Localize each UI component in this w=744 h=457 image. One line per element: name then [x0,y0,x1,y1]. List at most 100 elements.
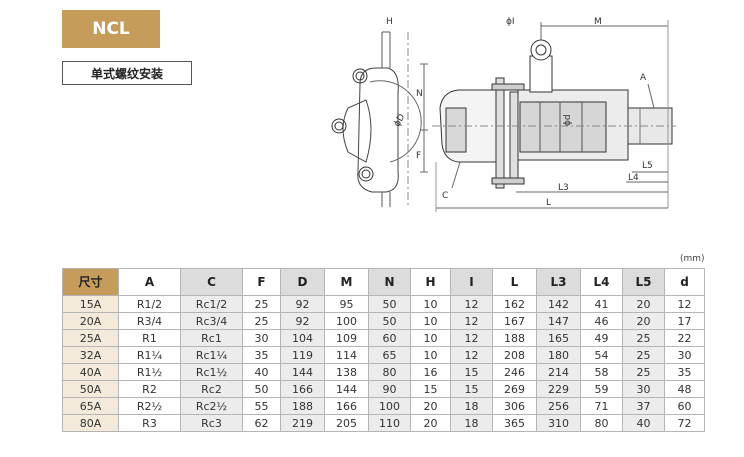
table-cell: 306 [492,397,537,415]
table-cell: 25 [622,346,665,364]
column-header: 尺寸 [62,268,119,296]
label-n: N [416,89,423,99]
table-cell: 92 [280,295,325,313]
table-cell: 104 [280,329,325,347]
table-cell: 65A [62,397,119,415]
table-cell: 40 [242,363,281,381]
column-header: L [492,268,537,296]
table-cell: 10 [410,329,451,347]
table-cell: 12 [450,329,493,347]
table-cell: 60 [368,329,411,347]
table-cell: 30 [622,380,665,398]
table-cell: 46 [580,312,623,330]
table-cell: R3/4 [118,312,181,330]
table-cell: 144 [280,363,325,381]
label-m: M [594,17,602,27]
table-cell: 60 [664,397,705,415]
column-header: I [450,268,493,296]
table-cell: 229 [536,380,581,398]
table-cell: 100 [368,397,411,415]
table-cell: 55 [242,397,281,415]
table-cell: 95 [324,295,369,313]
table-cell: 147 [536,312,581,330]
table-cell: 80 [580,414,623,432]
table-cell: 18 [450,414,493,432]
table-cell: 162 [492,295,537,313]
table-cell: 214 [536,363,581,381]
joint-side-view [420,39,676,189]
table-cell: 71 [580,397,623,415]
table-cell: 25 [242,295,281,313]
table-cell: 246 [492,363,537,381]
technical-drawing: H ϕD ϕI M N F ϕd [331,17,676,212]
column-header: D [280,268,325,296]
table-cell: 138 [324,363,369,381]
column-header: C [180,268,243,296]
table-cell: Rc1¼ [180,346,243,364]
table-cell: Rc3/4 [180,312,243,330]
table-cell: 20 [410,414,451,432]
table-cell: R1½ [118,363,181,381]
table-cell: 10 [410,312,451,330]
table-cell: 165 [536,329,581,347]
table-cell: 119 [280,346,325,364]
unit-label: (mm) [680,254,705,264]
table-cell: 180 [536,346,581,364]
table-cell: 50 [368,312,411,330]
label-phi-i: ϕI [506,17,515,27]
table-cell: 62 [242,414,281,432]
table-cell: 269 [492,380,537,398]
model-badge: NCL [62,10,160,48]
table-cell: 25 [622,329,665,347]
table-cell: R3 [118,414,181,432]
table-cell: 90 [368,380,411,398]
table-cell: 15 [450,363,493,381]
label-l3: L3 [558,183,569,193]
table-cell: 188 [280,397,325,415]
table-cell: Rc3 [180,414,243,432]
table-cell: R1 [118,329,181,347]
table-cell: 58 [580,363,623,381]
table-cell: R1/2 [118,295,181,313]
table-cell: 110 [368,414,411,432]
table-cell: 92 [280,312,325,330]
table-cell: 25A [62,329,119,347]
label-a: A [640,73,647,83]
table-cell: 10 [410,295,451,313]
table-cell: 50A [62,380,119,398]
table-cell: 30 [664,346,705,364]
table-cell: 18 [450,397,493,415]
table-cell: 208 [492,346,537,364]
table-cell: 12 [450,295,493,313]
label-l5: L5 [642,161,653,171]
table-cell: 15 [450,380,493,398]
table-cell: 50 [242,380,281,398]
table-cell: 72 [664,414,705,432]
table-cell: 12 [664,295,705,313]
table-cell: 109 [324,329,369,347]
table-cell: 12 [450,312,493,330]
table-cell: 54 [580,346,623,364]
table-cell: 37 [622,397,665,415]
column-header: M [324,268,369,296]
table-cell: 30 [242,329,281,347]
table-cell: 144 [324,380,369,398]
table-cell: 40A [62,363,119,381]
column-header: L4 [580,268,623,296]
table-cell: 17 [664,312,705,330]
flange-end-view [331,31,422,207]
table-cell: 25 [622,363,665,381]
table-cell: 35 [664,363,705,381]
table-cell: Rc1/2 [180,295,243,313]
table-cell: 80A [62,414,119,432]
table-cell: 142 [536,295,581,313]
column-header: N [368,268,411,296]
table-cell: 35 [242,346,281,364]
